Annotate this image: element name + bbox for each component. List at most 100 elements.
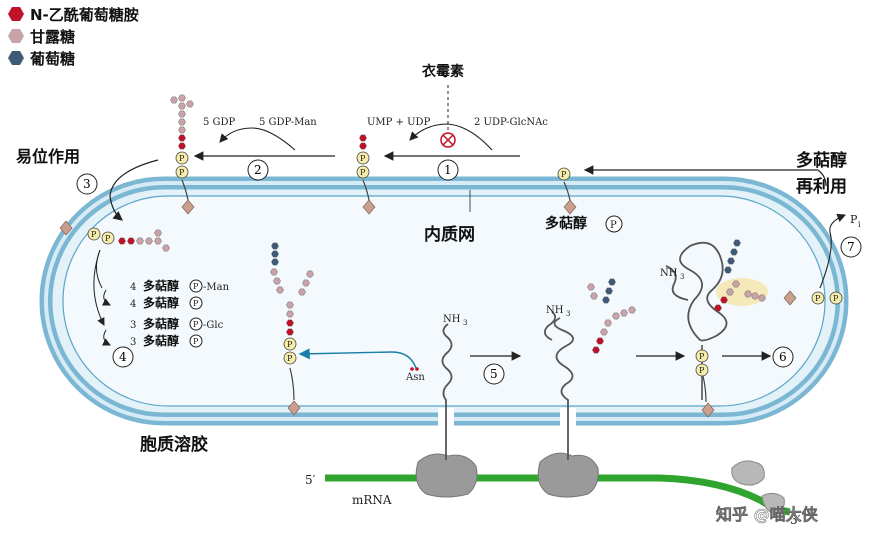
anchor-i-p1 (811, 291, 825, 305)
site-a-sugar-1 (178, 134, 186, 142)
anchor-b-dolichol (362, 199, 376, 215)
site-e-sugar-1 (286, 319, 294, 327)
site-f-glc-2 (608, 278, 616, 286)
site-a-sugar-6 (178, 94, 186, 102)
anchor-d-p1-label: P (91, 230, 97, 239)
site-f-glc-0 (602, 296, 610, 304)
nh3-label-3: NH (660, 268, 678, 279)
anchor-d-p2-label: P (105, 234, 111, 243)
site-d-sugar-1 (127, 237, 135, 245)
site-f-sugar-3 (604, 319, 612, 327)
site-f-left-0 (590, 292, 598, 300)
site-a-sugar-0 (178, 142, 186, 150)
site-b-sugar-0 (359, 142, 367, 150)
site-e-glc-1 (271, 250, 279, 258)
three-prime-label: 3′ (790, 513, 801, 527)
cytosol-label: 胞质溶胶 (140, 434, 208, 455)
site-f-glc-1 (605, 287, 613, 295)
site-g-sugar-0 (714, 304, 722, 312)
anchor-e-p1 (283, 337, 297, 351)
step-1-label: 1 (444, 163, 452, 177)
anchor-e-p2 (283, 351, 297, 365)
list-p-3: P (193, 320, 199, 329)
top-reactions: 衣霉素 UMP + UDP 2 UDP-GlcNAc 5 GDP 5 GDP-M… (109, 63, 847, 289)
anchor-e-p2-label: P (287, 354, 293, 363)
site-e-sugar-2 (286, 310, 294, 318)
step-5-label: 5 (490, 367, 498, 381)
anchor-c-dolichol (563, 199, 577, 215)
site-e-glc-0 (271, 258, 279, 266)
legend-mannose-swatch (8, 29, 24, 43)
site-b-sugar-1 (359, 134, 367, 142)
anchor-a-p1 (175, 151, 189, 165)
anchor-a-p2-label: P (179, 168, 185, 177)
flip-label: 易位作用 (16, 147, 80, 166)
site-e-left-2 (270, 268, 278, 276)
step-4-label: 4 (119, 350, 127, 364)
anchor-h-p2-label: P (699, 366, 705, 375)
site-g-right-1 (751, 292, 759, 300)
anchor-d-dolichol (59, 220, 73, 236)
site-a-sugar-3 (178, 118, 186, 126)
site-e-glc-2 (271, 242, 279, 250)
asn-label: Asn (405, 372, 425, 383)
anchor-d-p1 (87, 227, 101, 241)
site-e-sugar-3 (286, 301, 294, 309)
legend-glcnac-label: N-乙酰葡萄糖胺 (30, 6, 139, 24)
list-count-4: 3 (130, 337, 136, 348)
site-g-sugar-3 (732, 280, 740, 288)
site-d-branch-0 (154, 229, 162, 237)
step-markers: 1 2 3 4 5 6 7 (76, 159, 862, 385)
list-p-4: P (193, 337, 199, 346)
site-f-left-1 (587, 283, 595, 291)
site-f-right-1 (620, 309, 628, 317)
step-6-label: 6 (779, 350, 787, 364)
site-f-sugar-1 (596, 337, 604, 345)
site-e-right-1 (302, 279, 310, 287)
nh3-sub-3: 3 (680, 273, 684, 281)
site-f-right-2 (628, 306, 636, 314)
list-text-2: 多萜醇 (143, 295, 179, 310)
anchor-h-p1-label: P (699, 352, 705, 361)
site-g-right-0 (744, 290, 752, 298)
list-p-1: P (193, 282, 199, 291)
site-g-glc-2 (730, 248, 738, 256)
legend: N-乙酰葡萄糖胺 甘露糖 葡萄糖 (8, 6, 139, 68)
list-text-4: 多萜醇 (143, 333, 179, 348)
list-count-3: 3 (130, 320, 136, 331)
site-a-sugar-2 (178, 126, 186, 134)
pi-label: P (850, 213, 858, 226)
site-a-branch-0 (170, 96, 178, 104)
site-e-sugar-0 (286, 328, 294, 336)
er-label: 内质网 (424, 224, 475, 245)
anchor-b-p1 (356, 151, 370, 165)
five-prime-label: 5′ (305, 473, 316, 487)
site-f-sugar-2 (600, 328, 608, 336)
anchor-h-p1 (695, 349, 709, 363)
list-suffix-1: -Man (203, 282, 230, 293)
anchor-a-p1-label: P (179, 154, 185, 163)
nascent-chain-2: NH 3 (543, 305, 574, 460)
legend-glucose-swatch (8, 51, 24, 65)
site-d-branch-1 (162, 244, 170, 252)
anchor-a-dolichol (181, 199, 195, 215)
anchor-b-p1-label: P (360, 154, 366, 163)
ribosomes (415, 452, 785, 515)
anchor-i-p1-label: P (815, 294, 821, 303)
site-f-right-0 (612, 312, 620, 320)
site-d-sugar-2 (136, 237, 144, 245)
nh3-label-2: NH (546, 305, 564, 316)
anchor-i-dolichol (783, 290, 797, 306)
nascent-chain-1: NH 3 Asn (298, 314, 467, 460)
site-g-right-2 (758, 294, 766, 302)
step-7-label: 7 (847, 240, 855, 254)
anchor-b-p2-label: P (360, 168, 366, 177)
anchor-c-tail (563, 181, 571, 201)
list-text-1: 多萜醇 (143, 278, 179, 293)
anchor-c-p1-label: P (561, 170, 567, 179)
legend-glucose-label: 葡萄糖 (29, 50, 75, 68)
anchor-e-p1-label: P (287, 340, 293, 349)
site-g-glc-0 (724, 266, 732, 274)
